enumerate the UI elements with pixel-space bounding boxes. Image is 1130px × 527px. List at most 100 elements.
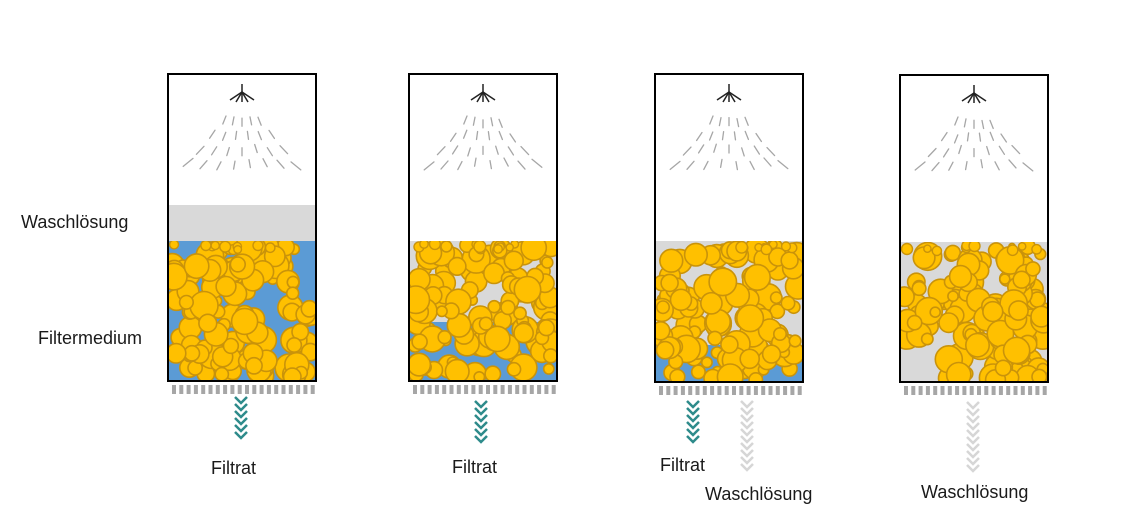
particle [931, 245, 943, 257]
particle [1025, 261, 1041, 277]
particle [964, 332, 990, 358]
particle [435, 305, 448, 318]
particle [708, 267, 738, 297]
particle [286, 336, 303, 353]
particle [178, 294, 194, 310]
particle [230, 307, 259, 336]
filter-cake [655, 241, 803, 381]
particle [947, 290, 959, 303]
particle [168, 262, 188, 291]
particle [735, 241, 749, 254]
particle [487, 299, 502, 314]
filter-cloth [172, 385, 315, 394]
particle [743, 263, 772, 292]
particle [780, 295, 796, 311]
particle [945, 361, 972, 382]
spray-nozzle-icon [423, 84, 543, 171]
spray-nozzle-icon [914, 85, 1034, 172]
particle [483, 325, 511, 353]
particle [444, 358, 470, 381]
particle [968, 242, 981, 253]
spray-nozzle-icon [669, 84, 789, 171]
particle [906, 314, 923, 331]
particle [938, 312, 960, 334]
particle [286, 275, 300, 289]
particle [473, 371, 486, 381]
particle [214, 366, 230, 381]
wash-solution-output-label-3: Waschlösung [705, 484, 813, 504]
filtrate-label-3: Filtrat [660, 455, 705, 475]
particle [409, 352, 432, 377]
particle [780, 241, 792, 252]
wash-solution-output-label-4: Waschlösung [921, 482, 1029, 502]
particle [700, 356, 713, 369]
particle [1017, 242, 1027, 251]
particle [252, 241, 264, 252]
spray-nozzle-icon [182, 84, 302, 171]
particle [282, 367, 302, 381]
particle [1031, 243, 1043, 255]
particle [1012, 270, 1031, 289]
particle [484, 365, 502, 381]
particle [447, 256, 467, 277]
particle [655, 300, 670, 315]
particle [285, 286, 300, 301]
stage-2 [408, 73, 558, 444]
filtrate-arrow-icon [474, 400, 488, 444]
particle [478, 316, 494, 331]
particle [660, 273, 679, 293]
particle [923, 244, 932, 253]
wash-solution-layer [168, 205, 316, 242]
particle [772, 326, 787, 341]
particle [419, 241, 429, 249]
particle [543, 348, 557, 364]
particle [911, 280, 927, 297]
vessel-frame [408, 73, 558, 382]
particle [210, 241, 220, 251]
particle [655, 340, 675, 360]
vessel-frame [654, 73, 804, 383]
particle [503, 250, 524, 271]
particle [219, 241, 232, 253]
particle [920, 332, 934, 346]
filtrate-label-2: Filtrat [452, 457, 497, 477]
particle [540, 256, 554, 269]
wash-arrow-icon [966, 401, 980, 473]
stage-1 [167, 73, 317, 440]
particle [493, 244, 503, 254]
filtrate-arrow-icon [686, 400, 700, 444]
particle [428, 241, 441, 251]
particle [780, 251, 799, 270]
filtrate-arrow-icon [234, 396, 248, 440]
filter-cloth [904, 386, 1047, 395]
filter-cloth [659, 386, 802, 395]
particle [215, 275, 237, 298]
particle [739, 348, 761, 370]
particle [748, 372, 764, 381]
particle [994, 359, 1012, 377]
filter-cake [900, 242, 1048, 382]
stage-4 [899, 74, 1049, 473]
particle [537, 319, 556, 337]
particle [982, 300, 1004, 323]
filter-cake [168, 241, 316, 381]
particle [1031, 368, 1048, 382]
particle [948, 264, 973, 289]
particle [769, 291, 783, 305]
particle [437, 330, 452, 345]
particle [683, 242, 709, 267]
particle [229, 256, 247, 273]
particle [513, 322, 535, 344]
particle [473, 241, 487, 253]
particle [760, 243, 773, 256]
filter-cake [409, 241, 557, 381]
particle [788, 334, 802, 348]
filtrate-label-1: Filtrat [211, 458, 256, 478]
particle [520, 241, 548, 262]
vessel-frame [899, 74, 1049, 383]
particle [998, 273, 1011, 285]
particle [264, 242, 276, 254]
filter-medium-label: Filtermedium [38, 328, 143, 348]
particle [669, 288, 693, 312]
